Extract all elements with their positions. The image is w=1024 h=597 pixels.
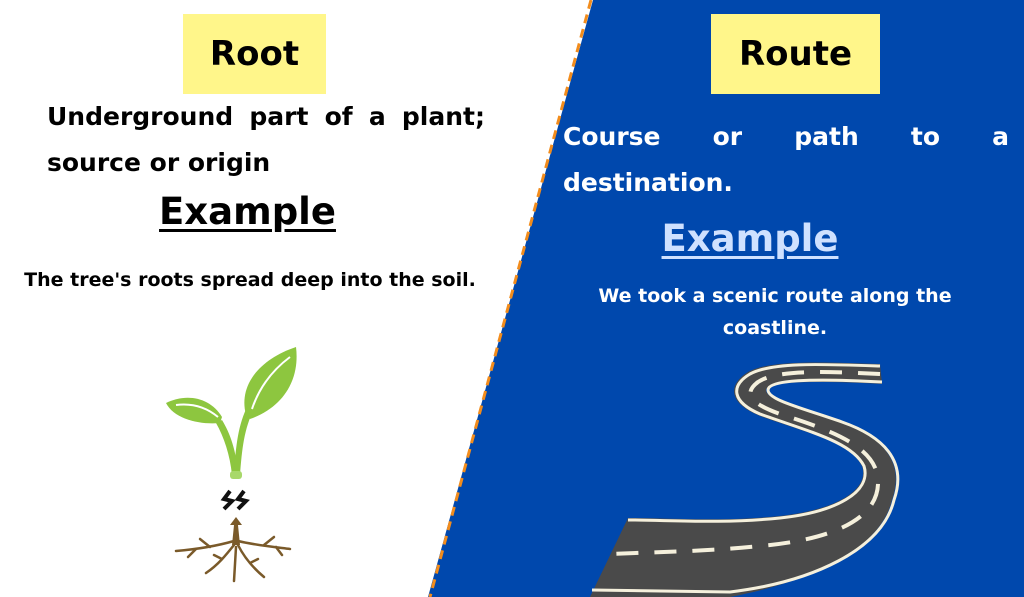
route-example-sentence: We took a scenic route along the coastli…	[598, 285, 952, 339]
winding-road-icon	[590, 362, 900, 597]
seedling-with-roots-icon	[166, 347, 297, 583]
route-definition: Course or path to a destination.	[563, 122, 1009, 197]
root-example-sentence: The tree's roots spread deep into the so…	[24, 269, 476, 291]
root-definition: Underground part of a plant; source or o…	[47, 102, 485, 177]
route-example-heading: Example	[661, 217, 839, 260]
root-example-heading: Example	[159, 190, 336, 233]
route-title: Route	[711, 14, 880, 94]
diagonal-divider	[428, 0, 593, 597]
root-title: Root	[183, 14, 326, 94]
